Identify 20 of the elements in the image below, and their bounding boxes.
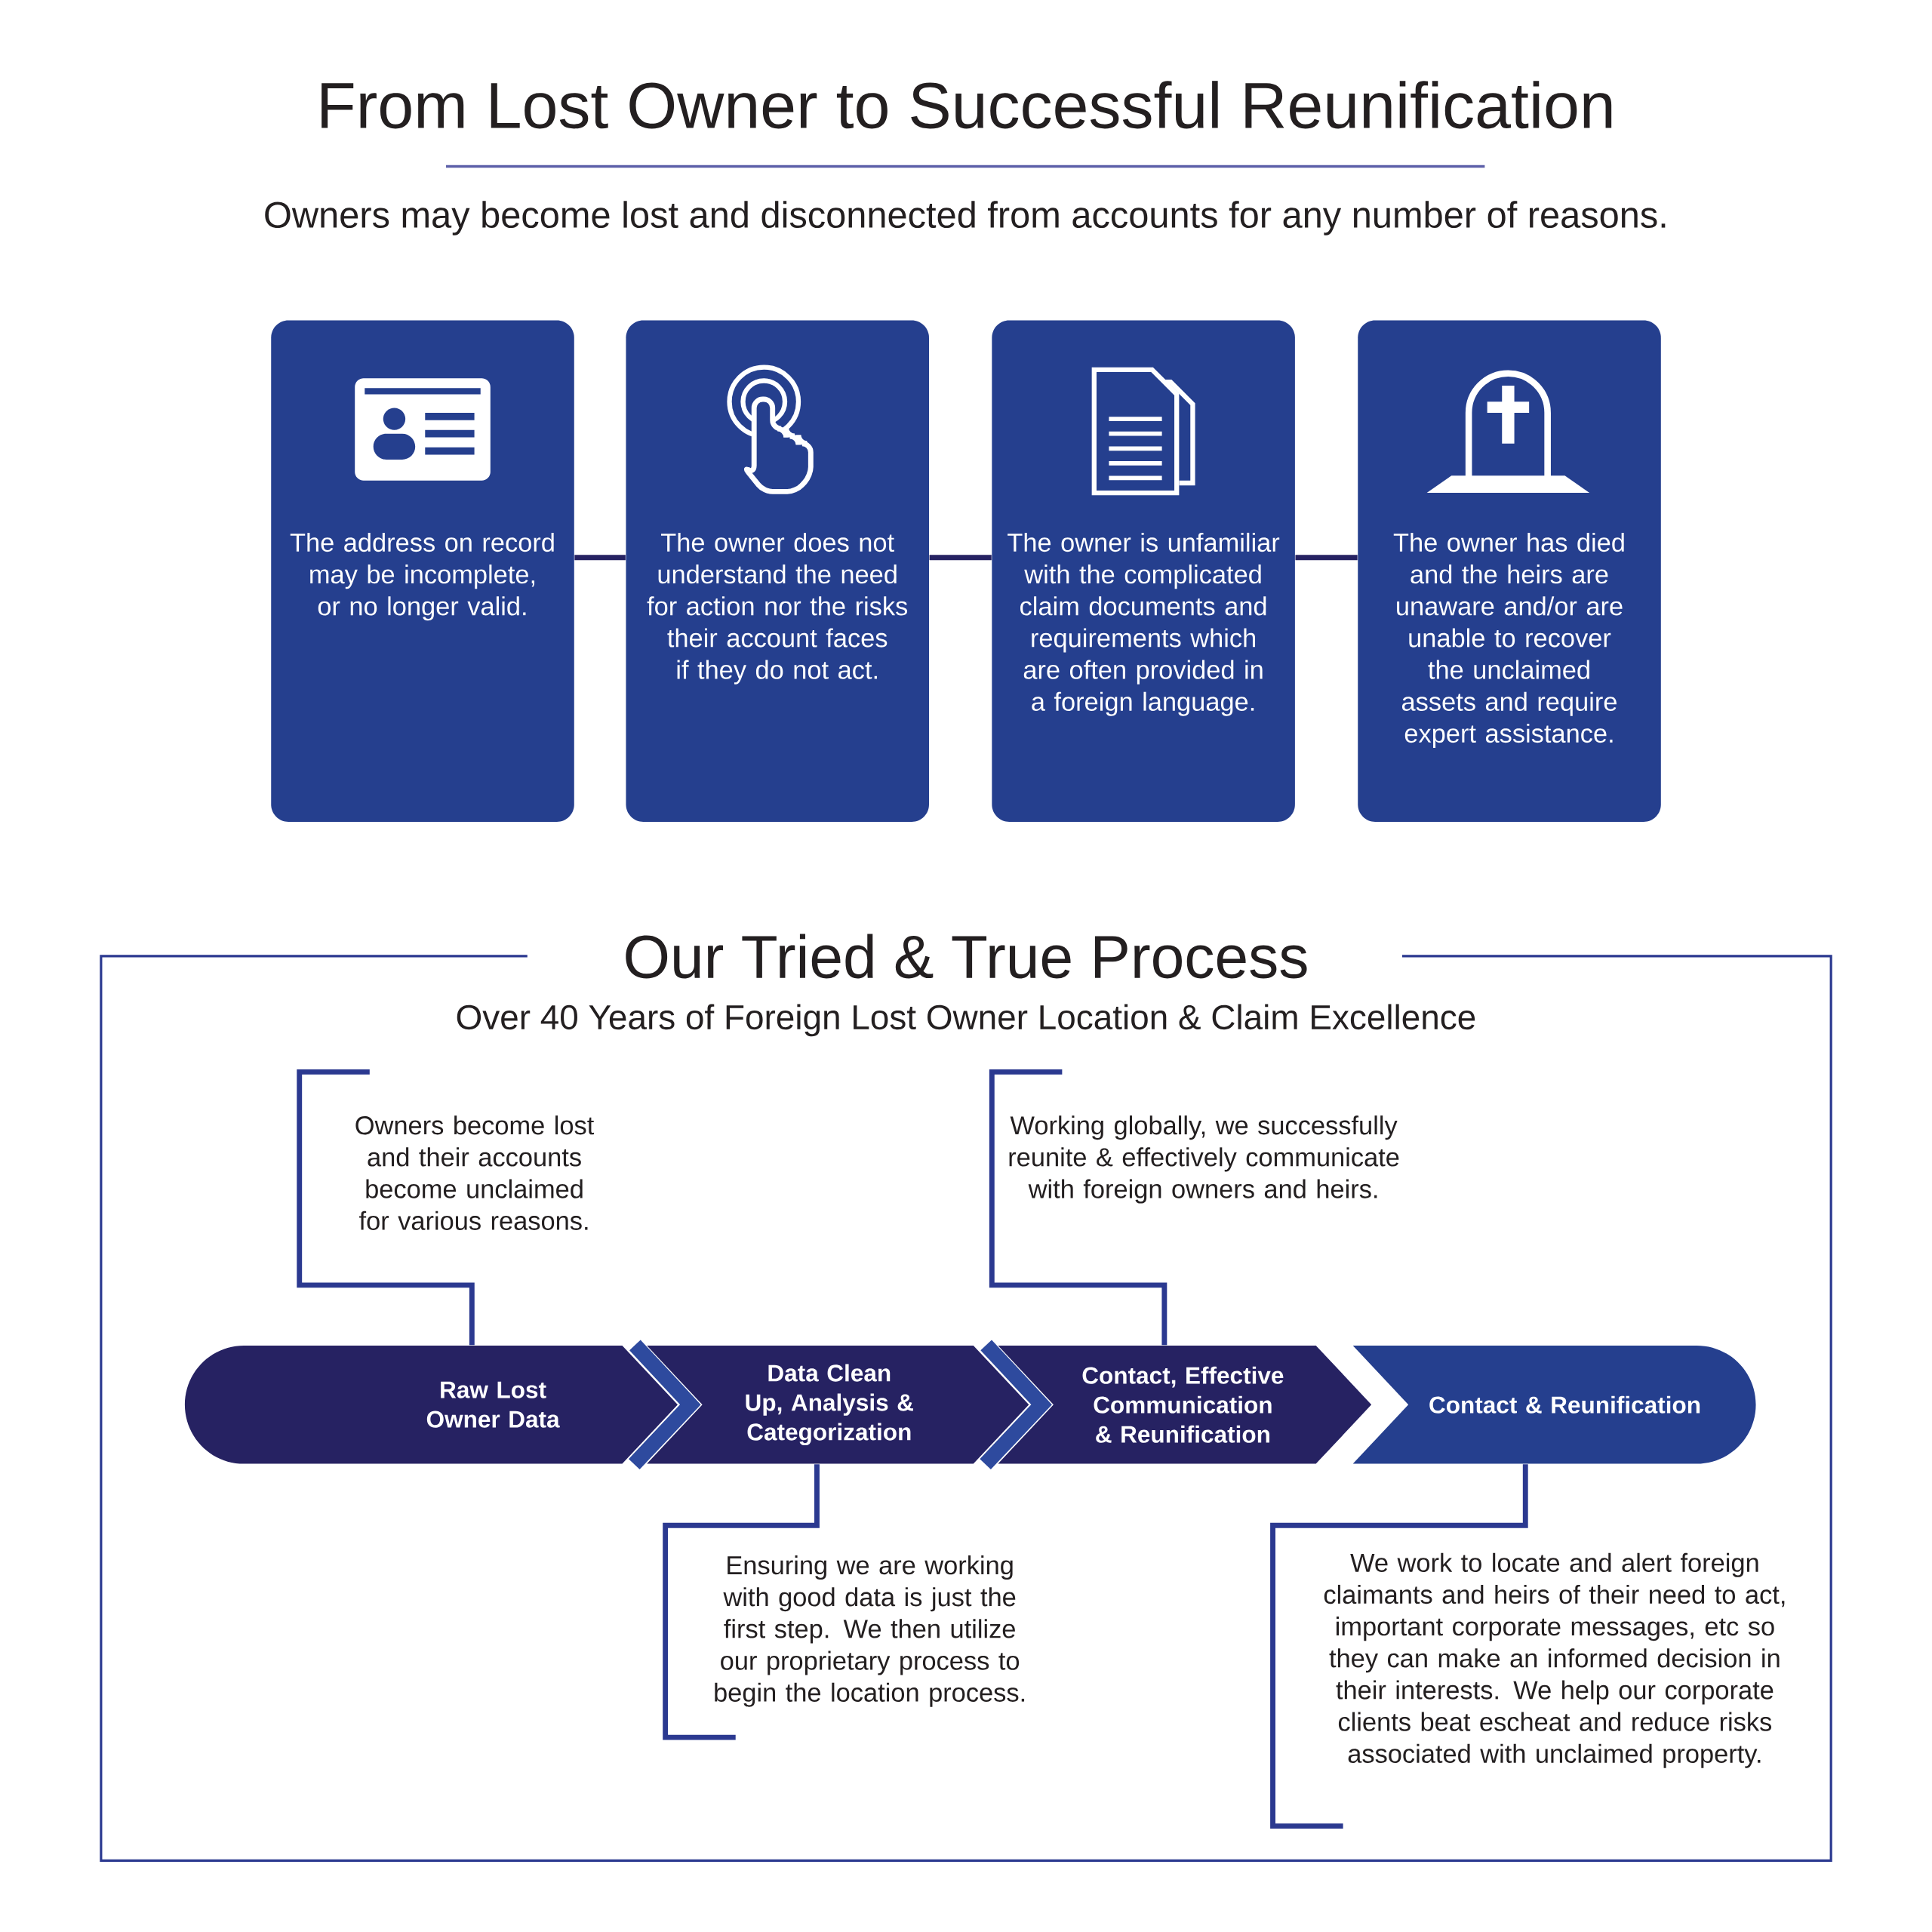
title: From Lost Owner to Successful Reunification (321, 81, 1612, 129)
callout-text: We work to locate and alert foreign claimants and heirs of their need to act, important corporate messages, etc so they can make an informed decision in their interests. We help our corporate clients beat escheat and reduce risks associated with unclaimed property. (1324, 1552, 1785, 1768)
leader-line (297, 1069, 475, 1346)
problem-card: The owner has died and the heirs are unaware and/or are unable to recover the unclaimed assets and require expert assistance. (1358, 320, 1661, 822)
node-label: Data Clean Up, Analysis & Categorization (746, 1364, 913, 1446)
process-step: Contact & Reunification (1352, 1345, 1756, 1464)
subtitle: Owners may become lost and disconnected from accounts for any number of reasons. (265, 201, 1666, 235)
callout-text: Working globally, we successfully reunite & effectively communicate with foreign owners and heirs. (1009, 1115, 1399, 1204)
callout-text: Ensuring we are working with good data is just the first step. We then utilize our proprietary process to begin the location process. (715, 1555, 1025, 1707)
process-step: Raw Lost Owner Data (184, 1345, 678, 1464)
process-step: Data Clean Up, Analysis & Categorization (647, 1345, 1029, 1464)
problem-card: The owner is unfamiliar with the complicated claim documents and requirements which are often provided in a foreign language. (992, 320, 1295, 822)
leader-line (989, 1069, 1168, 1346)
section-heading: Our Tried & True Process (626, 934, 1307, 979)
node-label: Contact, Effective Communication & Reunification (1082, 1366, 1284, 1443)
problem-card: The owner does not understand the need for action nor the risks their account faces if they do not act. (626, 320, 929, 822)
callout-text: Owners become lost and their accounts become unclaimed for various reasons. (355, 1115, 595, 1230)
process-step: Contact, Effective Communication & Reunification (998, 1345, 1372, 1464)
section-subheading: Over 40 Years of Foreign Lost Owner Location & Claim Excellence (457, 1004, 1475, 1037)
problem-card: The address on record may be incomplete, or no longer valid. (271, 320, 574, 822)
